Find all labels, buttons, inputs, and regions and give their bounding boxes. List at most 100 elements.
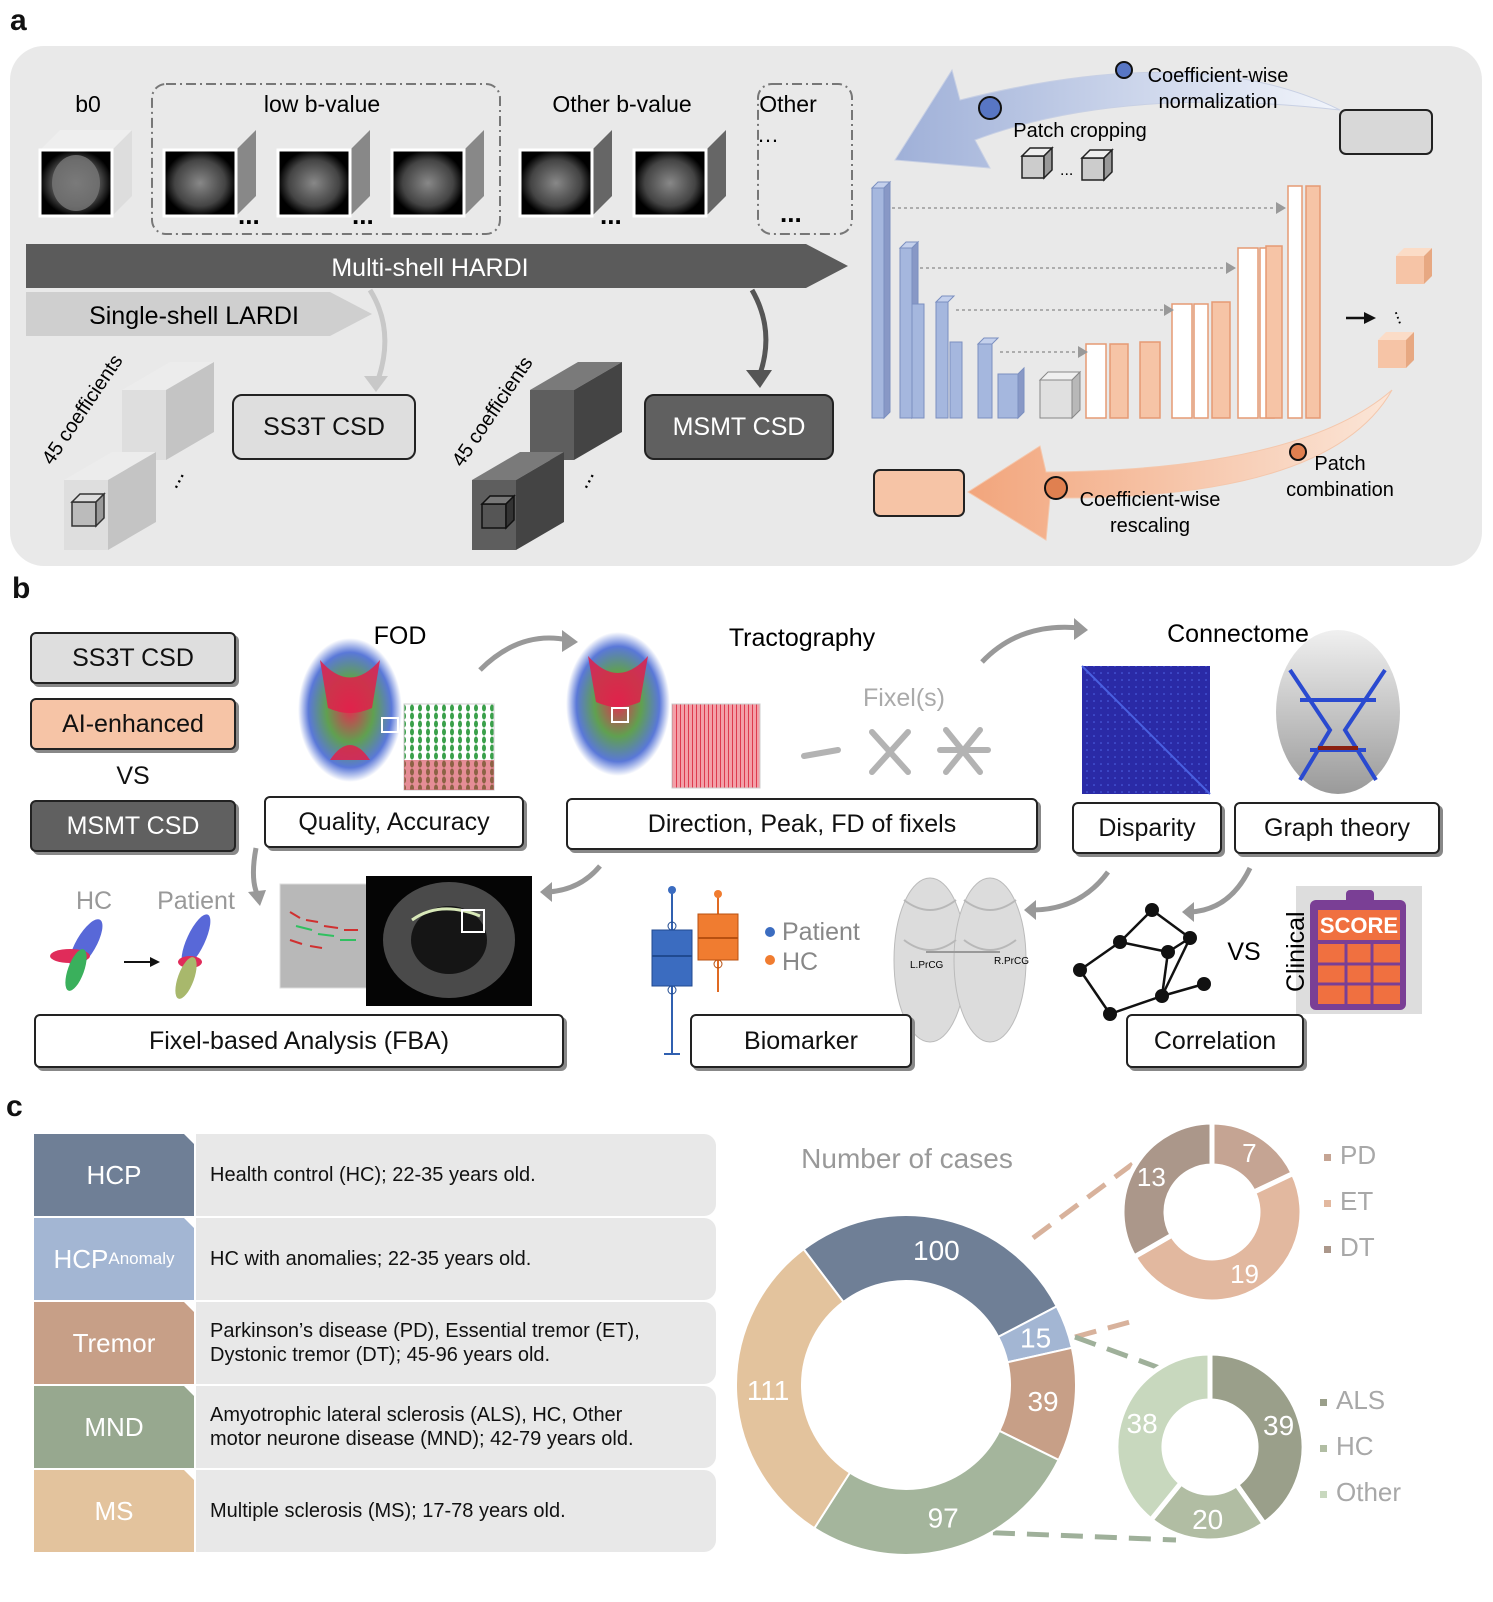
dataset-description-line: Dystonic tremor (DT); 45-96 years old. [210,1344,551,1366]
low-b-volume-1 [162,130,256,218]
rescaling-arrow [967,389,1393,541]
dataset-tag: Tremor [34,1302,194,1384]
b0-volume [38,130,132,218]
biomarker-box: Biomarker [690,1014,912,1068]
to-fba-arrow [547,864,602,895]
output-fod-box [873,469,965,517]
dataset-tag-label: MND [84,1411,144,1442]
fod-glyph-patient [175,914,211,999]
legend-label: Other [1336,1477,1401,1507]
legend-vs-label: VS [116,762,150,790]
other-group-border [757,83,853,235]
unet-encoder [870,180,1025,420]
msmt-csd-box: MSMT CSD [644,394,834,460]
dataset-description-line: Parkinson’s disease (PD), Essential trem… [210,1320,640,1342]
to-correlation-arrow [1189,866,1253,915]
clinical-label: Clinical [1282,911,1310,992]
donut-slice [1113,1350,1213,1524]
legend-label: ALS [1336,1385,1385,1415]
dataset-row: MS Multiple sclerosis (MS); 17-78 years o… [34,1470,716,1552]
patch-combination-label-2: combination [1286,479,1394,501]
low-b-volume-3 [390,130,484,218]
legend-swatch [1320,1445,1327,1452]
donut-value-label: 97 [928,1503,959,1534]
donut-value-label: 19 [1230,1259,1259,1289]
msmt-coefficient-cubes: ... [472,362,622,550]
dataset-description-line: Multiple sclerosis (MS); 17-78 years old… [210,1500,566,1522]
b0-label: b0 [75,91,101,117]
donut-slice [802,1214,1059,1339]
donut-value-label: 15 [1020,1322,1051,1353]
dataset-description: Parkinson’s disease (PD), Essential trem… [196,1302,716,1384]
donut-connector [1074,1319,1131,1340]
multi-shell-arrow [26,244,848,288]
panel-letter-c: c [6,1090,23,1123]
tracto-to-connectome-arrow [980,624,1081,664]
chart-title: Number of cases [801,1143,1013,1174]
fixel-icons [801,727,991,775]
low-b-group-border [151,83,501,235]
legend-hc-dot [765,955,775,965]
legend-label: PD [1340,1140,1376,1170]
donut-value-label: 7 [1242,1138,1256,1168]
legend-swatch [1320,1491,1327,1498]
donut-slice [812,1429,1060,1556]
multi-shell-label: Multi-shell HARDI [331,254,528,282]
legend-label: ET [1340,1186,1373,1216]
biomarker-boxplot [651,886,739,1055]
donut-slice [735,1247,852,1530]
low-b-label: low b-value [264,91,380,117]
donut-slice [1130,1170,1305,1305]
cropped-patch-cubes: ... [1020,146,1114,182]
fod-to-tracto-arrow [478,635,569,672]
other-b-label: Other b-value [552,91,691,117]
connectome-label: Connectome [1167,620,1309,648]
quality-accuracy-box: Quality, Accuracy [264,796,524,848]
ss3t-csd-box: SS3T CSD [232,394,416,460]
legend-swatch [1320,1399,1327,1406]
patch-cropping-label: Patch cropping [1013,120,1146,142]
tremor-donut: 7 19 13 [1119,1119,1305,1305]
fod-label: FOD [374,622,427,650]
dataset-description: Multiple sclerosis (MS); 17-78 years old… [196,1470,716,1552]
donut-connector [1031,1157,1140,1241]
panel-letter-b: b [12,572,31,605]
fod-glyph-hc [50,919,103,991]
dataset-tag-label: HCP [86,1159,142,1190]
tractography-brain-image [566,632,670,776]
legend-msmt-box: MSMT CSD [30,800,236,852]
motor-brain-image [893,877,1027,1043]
lprcg-label: L.PrCG [910,960,944,971]
vs-label-2: VS [1227,938,1260,966]
dataset-tag-subscript: Anomaly [108,1249,175,1268]
ellipsis-1: ... [238,200,260,230]
panel-b-diagram: FOD Tractography Connectome Fixel(s) HC … [50,618,1422,1055]
dataset-tag-label: MS [94,1495,134,1526]
donut-value-label: 13 [1137,1162,1166,1192]
to-biomarker-arrow [1031,870,1111,913]
dataset-description: Amyotrophic lateral sclerosis (ALS), HC,… [196,1386,716,1468]
dataset-description-line: motor neurone disease (MND); 42-79 years… [210,1428,634,1450]
normalization-label-2: normalization [1159,91,1278,113]
donut-slice [1147,1479,1268,1544]
fba-zoom-fixels [289,911,358,949]
svg-text:...: ... [1391,306,1415,327]
correlation-network [1078,908,1205,1016]
unet-bottleneck [1038,370,1082,420]
patient-label: Patient [157,887,235,915]
output-patch-cubes: ... [1378,248,1432,368]
single-shell-arrow [26,292,372,336]
direction-peak-box: Direction, Peak, FD of fixels [566,798,1038,850]
ss3t-coefficient-cubes: ... [64,362,214,550]
graph-brain-image [1276,630,1400,794]
donut-connector [1074,1334,1166,1373]
unet-decoder [1085,185,1321,419]
single-shell-label: Single-shell LARDI [89,302,299,330]
legend-label: HC [1336,1431,1374,1461]
graph-theory-box: Graph theory [1234,802,1440,854]
fixels-label: Fixel(s) [863,684,945,712]
